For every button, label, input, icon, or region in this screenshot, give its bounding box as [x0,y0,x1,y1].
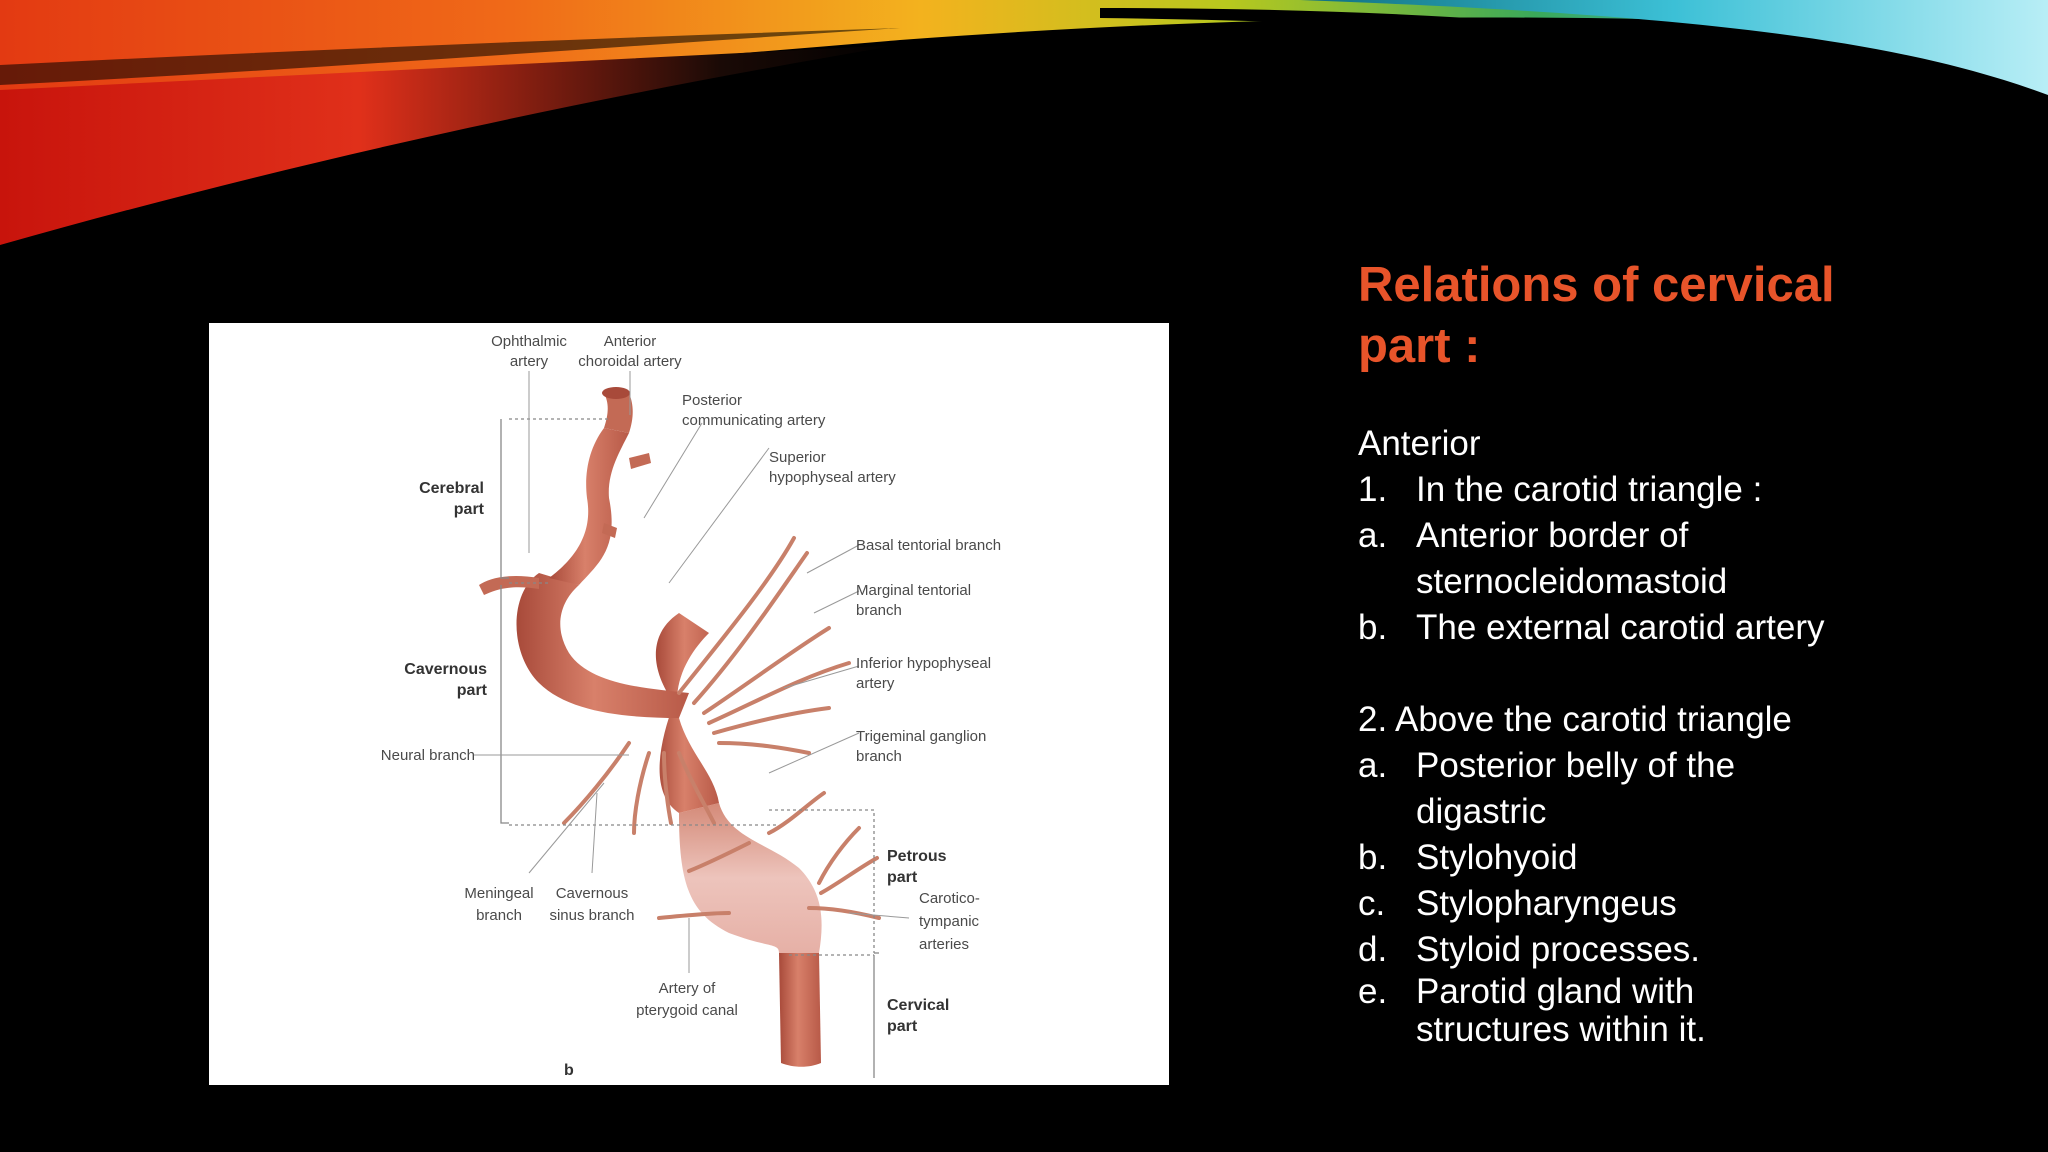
slide-title-line-1: Relations of cervical [1358,258,1835,312]
heading-anterior-text: Anterior [1358,424,1481,463]
banner-dark-stripe [0,28,900,85]
heading-anterior: Anterior [1358,421,2018,467]
label-anterior-choroidal-2: choroidal artery [578,353,682,370]
list-item-text: Parotid gland with structures within it. [1416,973,2018,1049]
decorative-banner [0,0,2048,245]
label-trigeminal-ganglion-2: branch [856,748,902,765]
label-petrous-part: Petrous [887,848,947,865]
label-cerebral-part-2: part [454,501,485,518]
label-meningeal-branch: Meningeal [464,885,533,902]
label-caroticotympanic-3: arteries [919,936,969,953]
label-superior-hypophyseal: Superior [769,449,826,466]
list-item-2: 2. Above the carotid triangle [1358,697,2018,743]
internal-carotid-artery [479,387,822,1067]
banner-red-band [0,45,900,245]
list-item-2d: d. Styloid processes. [1358,927,2018,973]
label-cervical-part: Cervical [887,997,949,1014]
list-marker: b. [1358,838,1388,877]
label-pterygoid-canal: Artery of [659,980,717,997]
label-posterior-communicating-2: communicating artery [682,412,826,429]
leader-lines [474,371,910,973]
label-marginal-tentorial: Marginal tentorial [856,582,971,599]
label-superior-hypophyseal-2: hypophyseal artery [769,469,896,486]
list-item-text: Styloid processes. [1416,930,1701,969]
carotid-artery-figure: Ophthalmic artery Anterior choroidal art… [209,323,1169,1085]
label-cerebral-part: Cerebral [419,480,484,497]
list-item-text-line-1: Posterior belly of the [1416,746,1736,785]
list-item-text-line-2: structures within it. [1416,1010,1706,1049]
list-marker: c. [1358,884,1386,923]
label-pterygoid-canal-2: pterygoid canal [636,1002,738,1019]
list-marker: d. [1358,930,1388,969]
list-item-text: Stylohyoid [1416,838,1578,877]
artery-branches [562,536,881,920]
label-inferior-hypophyseal-2: artery [856,675,895,692]
list-item-2c: c. Stylopharyngeus [1358,881,2018,927]
list-item-text-line-1: Anterior border of [1416,516,1689,555]
slide-title-line-2: part : [1358,319,1481,373]
banner-teal-band [1300,0,2048,95]
list-item-text-line-2: sternocleidomastoid [1416,562,1728,601]
label-petrous-part-2: part [887,869,918,886]
list-marker: a. [1358,516,1388,555]
list-item-1: 1. In the carotid triangle : [1358,467,2018,513]
label-neural-branch: Neural branch [381,747,475,764]
list-item-text-line-1: Parotid gland with [1416,972,1695,1011]
slide-title: Relations of cervical part : [1358,255,2018,377]
list-item-text: Anterior border of sternocleidomastoid [1416,513,2018,605]
region-brackets [500,418,879,1078]
list-item-2b: b. Stylohyoid [1358,835,2018,881]
label-caroticotympanic: Carotico- [919,890,980,907]
label-cavernous-sinus-branch-2: sinus branch [549,907,634,924]
list-marker: e. [1358,972,1388,1011]
label-meningeal-branch-2: branch [476,907,522,924]
banner-warm-band [0,0,2048,110]
label-caroticotympanic-2: tympanic [919,913,980,930]
list-item-1a: a. Anterior border of sternocleidomastoi… [1358,513,2018,605]
label-trigeminal-ganglion: Trigeminal ganglion [856,728,986,745]
list-marker: 1. [1358,470,1388,509]
label-marginal-tentorial-2: branch [856,602,902,619]
list-marker: a. [1358,746,1388,785]
label-ophthalmic-artery-2: artery [510,353,549,370]
list-item-text: Posterior belly of the digastric [1416,743,2018,835]
spacer [1358,651,2018,697]
label-cavernous-part: Cavernous [404,661,487,678]
label-cavernous-part-2: part [457,682,488,699]
label-cavernous-sinus-branch: Cavernous [556,885,629,902]
label-ophthalmic-artery: Ophthalmic [491,333,567,350]
list-item-text-line-2: digastric [1416,792,1547,831]
banner-black-stripe [1100,8,2048,125]
list-marker: b. [1358,608,1388,647]
carotid-artery-diagram: Ophthalmic artery Anterior choroidal art… [381,333,1001,1079]
label-cervical-part-2: part [887,1018,918,1035]
label-inferior-hypophyseal: Inferior hypophyseal [856,655,991,672]
label-posterior-communicating: Posterior [682,392,742,409]
text-panel: Relations of cervical part : Anterior 1.… [1358,255,2018,1049]
list-item-1b: b. The external carotid artery [1358,605,2018,651]
label-basal-tentorial: Basal tentorial branch [856,537,1001,554]
list-item-text: 2. Above the carotid triangle [1358,700,1792,739]
label-anterior-choroidal: Anterior [604,333,657,350]
label-panel-letter: b [564,1062,574,1079]
list-item-2a: a. Posterior belly of the digastric [1358,743,2018,835]
list-item-text: Stylopharyngeus [1416,884,1677,923]
list-item-text: The external carotid artery [1416,608,1825,647]
list-item-2e: e. Parotid gland with structures within … [1358,973,2018,1049]
list-item-text: In the carotid triangle : [1416,470,1763,509]
